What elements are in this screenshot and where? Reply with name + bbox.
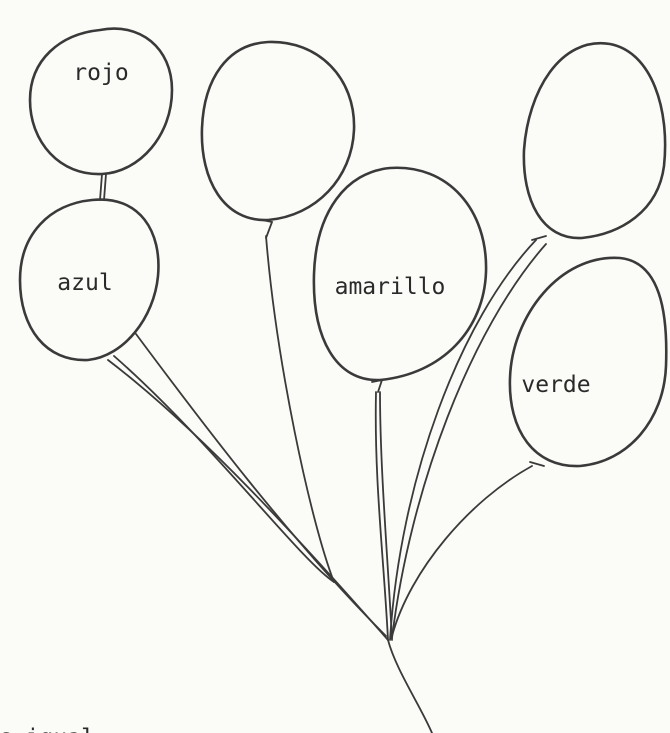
knot-top-middle	[261, 219, 274, 239]
balloon-rojo	[28, 27, 174, 176]
knot-verde	[529, 461, 545, 467]
knot-top-right	[531, 235, 547, 241]
string-top-right-2	[391, 243, 547, 639]
string-rojo-azul-2	[103, 173, 107, 201]
string-amarillo-2	[379, 391, 393, 641]
balloon-verde	[508, 256, 668, 468]
string-top-right-1	[389, 239, 537, 641]
footer-text: c igual	[0, 725, 95, 733]
label-verde: verde	[521, 372, 590, 398]
string-verde	[391, 465, 533, 637]
string-azul-2	[135, 333, 387, 637]
string-amarillo-1	[374, 391, 389, 641]
string-rojo-azul	[99, 173, 103, 201]
string-handle	[387, 639, 433, 733]
string-azul-3	[113, 355, 335, 583]
label-azul: azul	[57, 270, 112, 296]
knot-amarillo	[371, 378, 384, 393]
string-top-middle	[265, 235, 335, 583]
string-azul-1	[107, 359, 389, 641]
balloon-top-right	[522, 41, 667, 240]
label-amarillo: amarillo	[335, 274, 446, 300]
label-rojo: rojo	[73, 60, 128, 86]
balloon-azul	[18, 198, 160, 362]
balloon-top-middle	[200, 40, 356, 222]
